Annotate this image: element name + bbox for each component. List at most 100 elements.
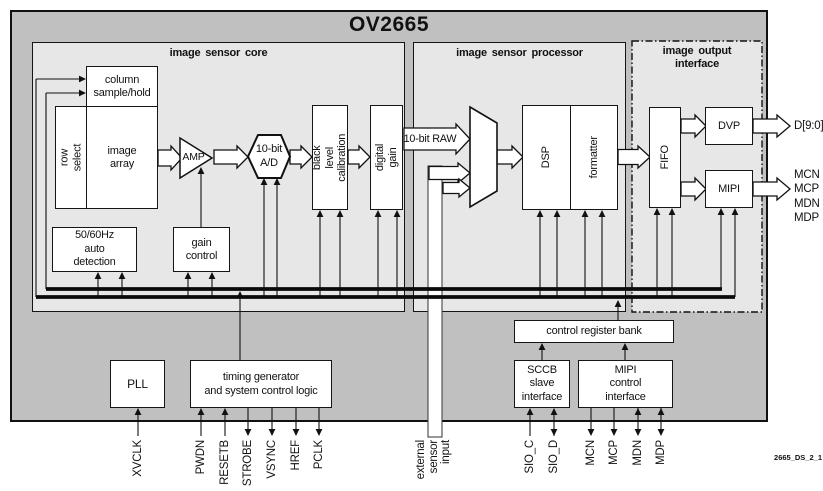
block-auto-detection: 50/60Hz auto detection — [52, 227, 137, 272]
pll-label: PLL — [127, 376, 148, 391]
mipi-label: MIPI — [718, 182, 740, 195]
row-select-label: row select — [58, 143, 84, 172]
output-interface-dashed-border — [631, 40, 763, 313]
external-sensor-input-channel — [427, 165, 443, 438]
pin-label-mdp: MDP — [655, 440, 667, 465]
arrowhead — [668, 208, 676, 215]
arrowhead — [587, 429, 595, 436]
control-register-bank-label: control register bank — [546, 325, 642, 337]
block-dvp: DVP — [705, 107, 753, 145]
pin-label-strobe: STROBE — [242, 440, 254, 487]
arrowhead — [118, 272, 126, 279]
flow-arrow-formatter-to-fifo — [617, 144, 651, 170]
arrowhead — [393, 210, 401, 217]
arrowhead — [184, 272, 192, 279]
block-black-level-calibration: black level calibration — [311, 105, 349, 210]
pin-label-href: HREF — [290, 440, 302, 471]
arrowhead — [634, 429, 642, 436]
section-title-processor: image sensor processor — [456, 47, 583, 59]
image-array-label: image array — [107, 144, 137, 170]
arrowhead — [244, 429, 252, 436]
arrowhead — [268, 429, 276, 436]
pin-label-mcn: MCN — [585, 440, 597, 466]
mipi-control-interface-label: MIPI control interface — [605, 363, 646, 403]
mipi-bus-labels: MCN MCP MDN MDP — [794, 169, 820, 224]
flow-arrow-fifo-to-dvp — [680, 113, 707, 139]
arrowhead — [316, 210, 324, 217]
arrowhead — [581, 210, 589, 217]
block-gain-control: gain control — [173, 227, 230, 272]
pin-label-mdn: MDN — [632, 440, 644, 466]
flow-arrow-raw-to-mux — [403, 122, 471, 156]
pin-label-vsync: VSYNC — [266, 440, 278, 479]
block-control-register-bank: control register bank — [514, 320, 674, 343]
flow-arrow-ext-to-mux-2 — [442, 177, 472, 199]
block-sccb-slave-interface: SCCB slave interface — [514, 360, 570, 408]
amp-shape — [179, 136, 214, 180]
arrowhead — [197, 408, 205, 415]
arrowhead — [621, 343, 629, 350]
dvp-label: DVP — [717, 119, 741, 132]
dvp-bus-label: D[9:0] — [794, 120, 823, 132]
arrowhead — [292, 429, 300, 436]
column-sample-hold-label: column sample/hold — [93, 74, 151, 99]
pin-label-mcp: MCP — [608, 440, 620, 465]
black-level-calibration-label: black level calibration — [311, 133, 349, 182]
arrowhead — [731, 208, 739, 215]
auto-detection-label: 50/60Hz auto detection — [73, 229, 116, 269]
block-pll: PLL — [110, 360, 165, 408]
formatter-label: formatter — [587, 136, 600, 179]
arrowhead — [260, 178, 268, 185]
arrowhead — [134, 408, 142, 415]
arrowhead — [657, 429, 665, 436]
block-mipi: MIPI — [705, 170, 753, 208]
adc-label: 10-bit A/D — [255, 143, 283, 169]
block-column-sample-hold: column sample/hold — [86, 66, 158, 106]
arrowhead — [634, 408, 642, 415]
arrowhead — [657, 408, 665, 415]
dsp-label: DSP — [540, 146, 553, 169]
block-dsp-formatter: DSP formatter — [522, 105, 618, 210]
pin-label-pclk: PCLK — [313, 440, 325, 470]
arrowhead — [374, 210, 382, 217]
amp-label: AMP — [182, 151, 205, 163]
pin-label-pwdn: PWDN — [195, 440, 207, 475]
arrowhead — [79, 89, 86, 97]
raw-bus-label: 10-bit RAW — [403, 133, 457, 145]
chip-title: OV2665 — [348, 13, 430, 36]
flow-arrow-mux-to-dsp — [496, 144, 524, 170]
mux-shape — [469, 105, 498, 209]
arrowhead — [197, 167, 205, 174]
pin-label-resetb: RESETB — [219, 440, 231, 485]
section-title-core: image sensor core — [169, 47, 268, 59]
flow-arrow-ext-to-mux-1 — [428, 161, 472, 185]
arrowhead — [526, 408, 534, 415]
digital-gain-label: digital gain — [374, 143, 399, 172]
arrowhead — [536, 210, 544, 217]
arrowhead — [550, 429, 558, 436]
flow-arrow-array-to-amp — [157, 144, 183, 172]
gain-control-label: gain control — [185, 236, 218, 262]
flow-arrow-mipi-output — [752, 176, 792, 202]
figure-reference: 2665_DS_2_1 — [774, 453, 822, 462]
arrowhead — [614, 300, 622, 307]
flow-arrow-blc-to-dgain — [347, 144, 371, 170]
arrowhead — [610, 429, 618, 436]
arrowhead — [336, 210, 344, 217]
block-digital-gain: digital gain — [370, 105, 403, 210]
flow-arrow-fifo-to-mipi — [680, 176, 707, 202]
pin-label-sio-c: SIO_C — [524, 440, 536, 474]
arrowhead — [273, 178, 281, 185]
arrowhead — [553, 210, 561, 217]
section-title-output: image output interface — [662, 45, 732, 70]
flow-arrow-dvp-output — [752, 113, 792, 139]
block-image-array: image array — [86, 106, 158, 209]
flow-arrow-amp-to-adc — [213, 144, 249, 170]
arrowhead — [717, 208, 725, 215]
arrowhead — [208, 272, 216, 279]
arrowhead — [79, 75, 86, 83]
block-row-select: row select — [55, 106, 86, 209]
sccb-slave-interface-label: SCCB slave interface — [521, 363, 563, 403]
